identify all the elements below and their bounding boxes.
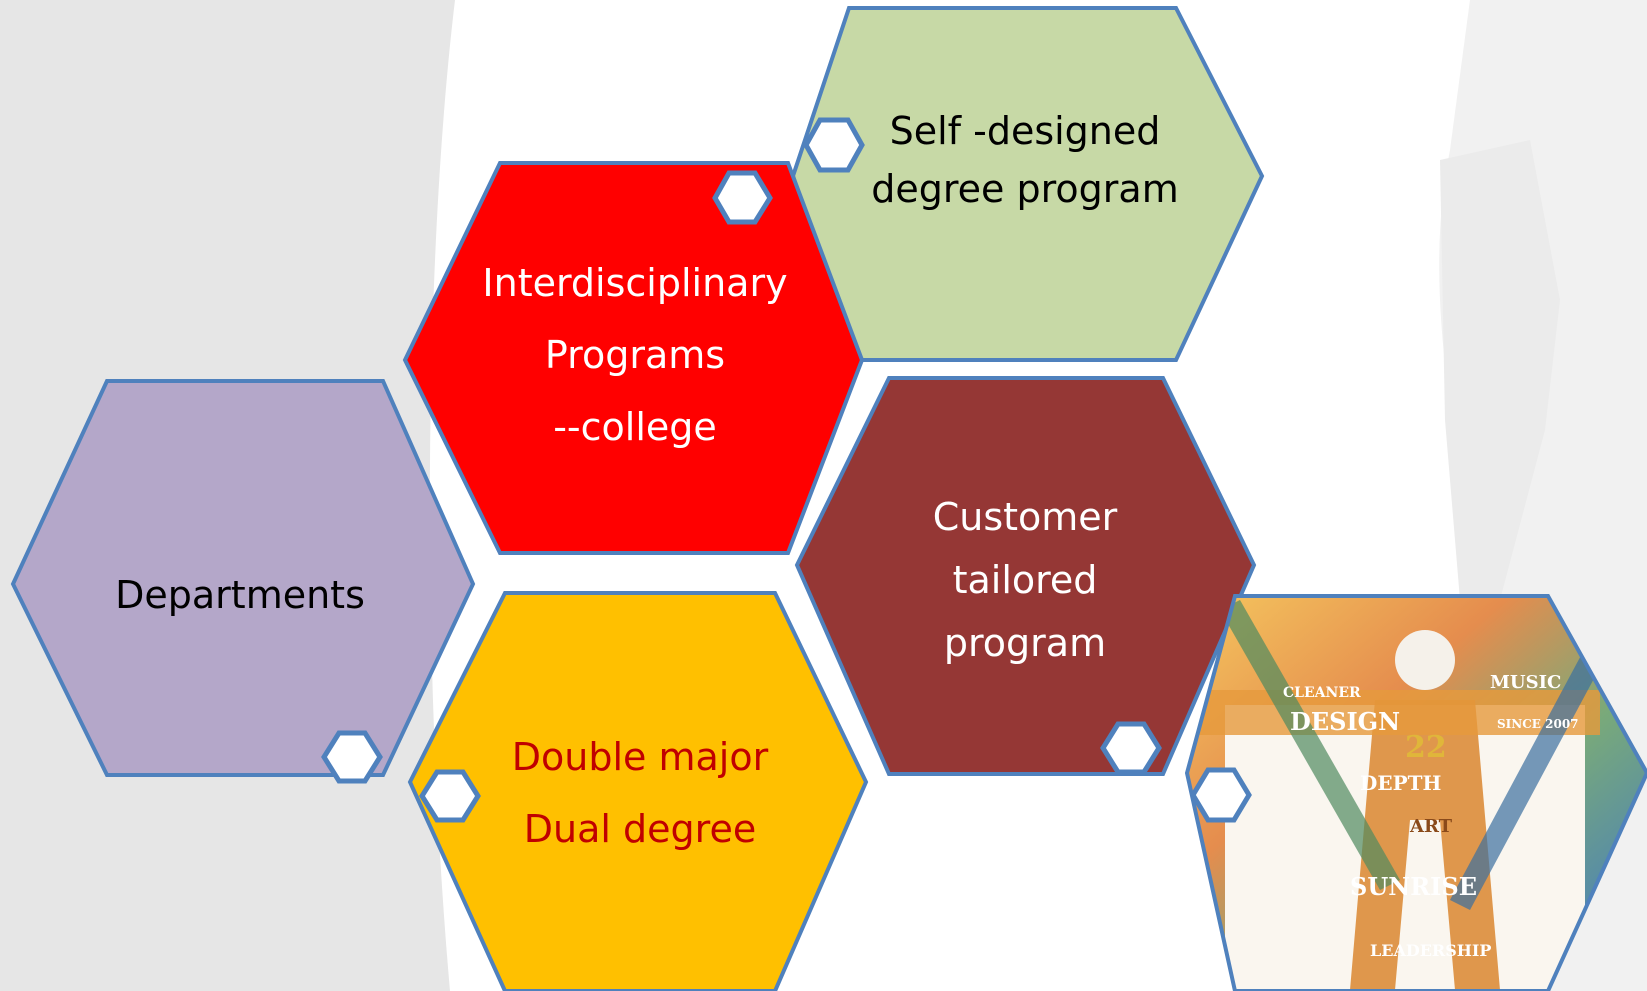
customer-tailored-line-3: program [943, 620, 1107, 665]
double-major-line-2: Dual degree [523, 806, 757, 851]
customer-tailored-line-2: tailored [952, 557, 1098, 602]
self-designed-line-2: degree program [871, 167, 1179, 211]
mini-hex-double-major [419, 769, 481, 823]
mini-hex-customer-tailored [1100, 721, 1162, 775]
collage-word-since: SINCE 2007 [1497, 717, 1579, 731]
label-interdisciplinary: Interdisciplinary Programs --college [470, 250, 800, 460]
interdisciplinary-line-2: Programs [544, 333, 726, 377]
label-double-major: Double major Dual degree [480, 720, 800, 865]
departments-line-1: Departments [115, 573, 365, 617]
customer-tailored-line-1: Customer [932, 494, 1118, 539]
collage-word-22: 22 [1405, 730, 1447, 765]
mini-hex-self-designed [803, 117, 865, 173]
interdisciplinary-line-1: Interdisciplinary [482, 261, 788, 305]
self-designed-line-1: Self -designed [889, 109, 1161, 153]
double-major-line-1: Double major [511, 734, 769, 779]
hex-art-collage: CLEANER MUSIC DESIGN SINCE 2007 22 DEPTH… [1184, 594, 1647, 991]
label-departments: Departments [60, 560, 420, 630]
hex-double-major [407, 591, 869, 991]
mini-hex-departments [321, 730, 383, 784]
collage-word-cleaner: CLEANER [1283, 685, 1361, 701]
collage-word-sunrise: SUNRISE [1350, 872, 1477, 901]
collage-word-art: ART [1409, 816, 1453, 837]
hex-departments [10, 379, 476, 777]
mini-hex-art-collage [1190, 767, 1252, 823]
mini-hex-interdisciplinary [712, 170, 773, 225]
label-self-designed: Self -designed degree program [855, 100, 1195, 220]
collage-word-leadership: LEADERSHIP [1370, 941, 1491, 960]
collage-word-design: DESIGN [1290, 707, 1400, 736]
collage-word-music: MUSIC [1490, 672, 1561, 693]
background-tower-decoration [1440, 140, 1560, 600]
collage-word-depth: DEPTH [1360, 771, 1441, 795]
interdisciplinary-line-3: --college [553, 405, 717, 449]
hex-customer-tailored [794, 376, 1257, 776]
label-customer-tailored: Customer tailored program [870, 480, 1180, 680]
hex-interdisciplinary [402, 161, 865, 555]
